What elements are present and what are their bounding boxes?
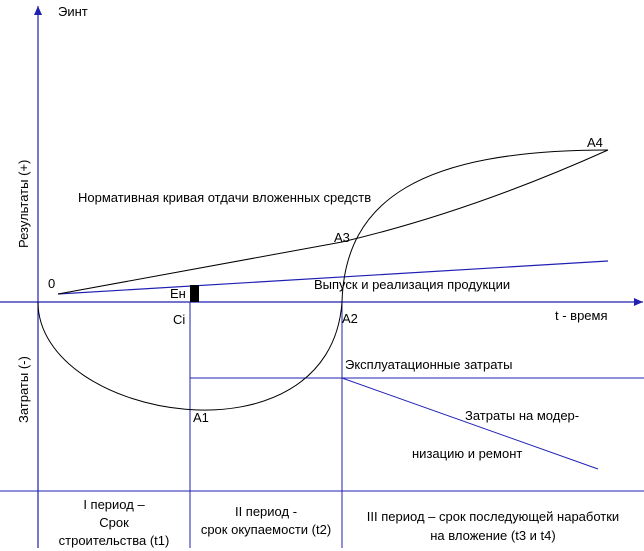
y-negative-label: Затраты (-) xyxy=(16,356,31,423)
return-loop xyxy=(341,149,609,303)
point-a3-label: A3 xyxy=(334,230,350,245)
output-line xyxy=(57,260,609,295)
normative-curve xyxy=(57,149,609,295)
modernization-label-2: низацию и ремонт xyxy=(412,446,522,461)
point-en-label: Ен xyxy=(170,286,186,301)
x-axis-label: t - время xyxy=(555,308,608,323)
period-3-line-2: на вложение (t3 и t4) xyxy=(430,528,555,543)
modernization-label-1: Затраты на модер- xyxy=(465,408,579,423)
normative-curve-label: Нормативная кривая отдачи вложенных сред… xyxy=(78,190,371,205)
period-1-line-1: I период – xyxy=(83,497,145,512)
en-bar xyxy=(190,285,199,302)
modernization-costs-line xyxy=(341,377,599,470)
y-positive-label: Результаты (+) xyxy=(16,160,31,248)
point-a4-label: A4 xyxy=(587,135,603,150)
period-1-line-3: строительства (t1) xyxy=(59,533,170,548)
period-3-line-1: III период – срок последующей наработки xyxy=(367,509,619,524)
output-line-label: Выпуск и реализация продукции xyxy=(314,277,510,292)
y-top-label: Эинт xyxy=(58,4,88,19)
period-1-line-2: Срок xyxy=(99,515,129,530)
operating-costs-label: Эксплуатационные затраты xyxy=(345,357,512,372)
point-a2-label: A2 xyxy=(342,311,358,326)
period-2-line-1: II период - xyxy=(235,504,297,519)
period-2-line-2: срок окупаемости (t2) xyxy=(201,522,331,537)
point-ci-label: Ci xyxy=(173,312,185,327)
point-a1-label: A1 xyxy=(193,410,209,425)
origin-label: 0 xyxy=(48,276,55,291)
